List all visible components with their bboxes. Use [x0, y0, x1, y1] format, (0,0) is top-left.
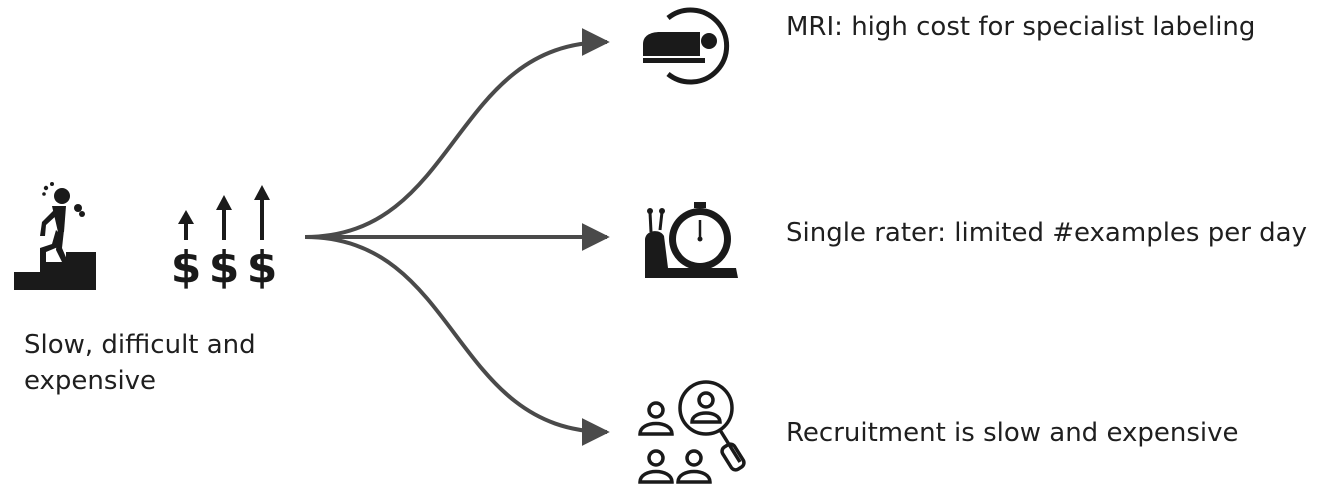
- people-search-icon: [638, 380, 746, 484]
- person-climbing-stairs-icon: [14, 182, 96, 290]
- svg-text:$: $: [171, 242, 202, 293]
- rising-costs-icon: $ $ $: [171, 185, 278, 293]
- left-caption-line-1: Slow, difficult and: [24, 330, 256, 360]
- single-rater-label: Single rater: limited #examples per day: [786, 218, 1308, 248]
- mri-scanner-icon: [643, 7, 730, 85]
- left-caption-line-2: expensive: [24, 366, 157, 396]
- svg-text:$: $: [247, 242, 278, 293]
- arrow-to-recruitment: [304, 235, 610, 446]
- mri-cost-label: MRI: high cost for specialist labeling: [786, 12, 1256, 42]
- snail-stopwatch-icon: [645, 202, 738, 278]
- left-caption: Slow, difficult and expensive: [24, 327, 256, 399]
- recruitment-label: Recruitment is slow and expensive: [786, 418, 1239, 448]
- svg-text:$: $: [209, 242, 240, 293]
- arrow-to-mri: [304, 28, 610, 239]
